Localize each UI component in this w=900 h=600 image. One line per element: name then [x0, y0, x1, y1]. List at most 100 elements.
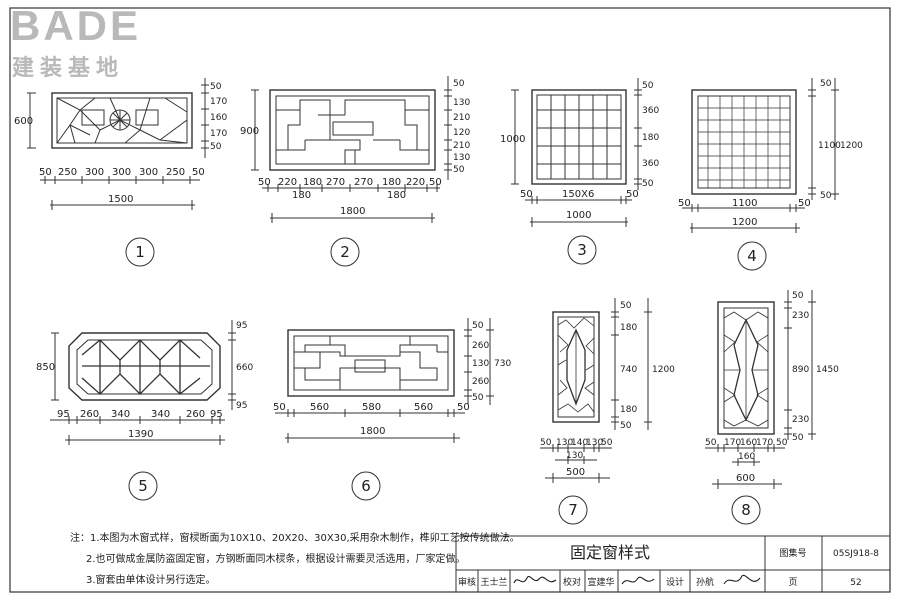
w7-w-1: 130: [556, 438, 573, 448]
sheet-border: [9, 7, 891, 593]
window-7: [552, 311, 600, 423]
w2-wu-3: 270: [326, 177, 345, 188]
w1-w-1: 250: [58, 167, 77, 178]
w1-w-6: 50: [192, 167, 205, 178]
w2-hd-0: 50: [453, 79, 465, 89]
w7-hd-4: 50: [620, 421, 632, 431]
drawing-title: 固定窗样式: [570, 543, 650, 562]
note-3: 3.窗套由单体设计另行选定。: [86, 575, 216, 586]
w5-w-4: 260: [186, 409, 205, 420]
window-3: [531, 89, 627, 185]
window-2-dims: [251, 76, 452, 223]
label-circle-2: [330, 237, 360, 267]
w6-w-1: 560: [310, 402, 329, 413]
w4-w-0: 50: [678, 198, 691, 209]
window-1: [51, 92, 193, 149]
window-5: [68, 332, 221, 401]
atlas-label: 图集号: [779, 547, 806, 559]
window-8-dims: [705, 290, 816, 489]
w4-w-1: 1100: [732, 198, 757, 209]
label-5: 5: [138, 477, 148, 495]
window-4-dims: [682, 78, 839, 233]
label-4: 4: [747, 247, 757, 265]
w8-w-2: 160: [740, 438, 757, 448]
w3-height: 1000: [500, 134, 525, 145]
w1-hd-0: 50: [210, 82, 222, 92]
label-circle-7: [558, 495, 588, 525]
w3-hd-1: 360: [642, 106, 659, 116]
w2-wu-7: 50: [429, 177, 442, 188]
w5-w-1: 260: [80, 409, 99, 420]
w1-w-2: 300: [85, 167, 104, 178]
window-3-dims: [511, 78, 642, 227]
w4-total: 1200: [732, 217, 757, 228]
w3-w-1: 150X6: [562, 189, 594, 200]
w8-hd-2: 890: [792, 365, 809, 375]
w2-wl-0: 180: [292, 190, 311, 201]
label-8: 8: [741, 501, 751, 519]
label-1: 1: [135, 243, 145, 261]
w6-w-0: 50: [273, 402, 286, 413]
w1-hd-3: 170: [210, 129, 227, 139]
w7-width-mid: 130: [566, 451, 583, 461]
page-label: 页: [788, 577, 797, 588]
w2-hd-4: 210: [453, 141, 470, 151]
w6-total: 1800: [360, 426, 385, 437]
w6-w-3: 560: [414, 402, 433, 413]
signature-reviewer: [513, 576, 557, 584]
window-2: [269, 89, 436, 171]
label-7: 7: [568, 501, 578, 519]
w5-w-0: 95: [57, 409, 70, 420]
w7-total: 500: [566, 467, 585, 478]
w5-w-2: 340: [111, 409, 130, 420]
label-6: 6: [361, 477, 371, 495]
w8-w-0: 50: [705, 438, 717, 448]
checker-name: 宣建华: [587, 576, 614, 588]
label-2: 2: [340, 243, 350, 261]
w8-w-1: 170: [724, 438, 741, 448]
w4-w-2: 50: [798, 198, 811, 209]
w5-total: 1390: [128, 429, 153, 440]
w8-hd-1: 230: [792, 311, 809, 321]
w3-total: 1000: [566, 210, 591, 221]
w7-w-2: 140: [571, 438, 588, 448]
w3-w-0: 50: [520, 189, 533, 200]
logo-subtitle: 建装基地: [12, 56, 125, 81]
window-8: [717, 301, 775, 435]
window-1-dims: [27, 78, 209, 210]
w2-wu-1: 220: [278, 177, 297, 188]
window-6-dims: [275, 318, 494, 443]
w4-hd-0: 50: [820, 79, 832, 89]
logo-brand: BADE: [10, 2, 142, 49]
w4-hd-1: 50: [820, 191, 832, 201]
w6-hd-0: 50: [472, 321, 484, 331]
w2-wu-4: 270: [354, 177, 373, 188]
w2-hd-2: 210: [453, 113, 470, 123]
w6-hd-4: 50: [472, 393, 484, 403]
w8-hd-4: 50: [792, 433, 804, 443]
notes: 注：1.本图为木窗式样，窗棂断面为10X10、20X20、30X30,采用杂木制…: [70, 528, 520, 591]
label-circle-1: [125, 237, 155, 267]
w5-hd-2: 95: [236, 401, 247, 411]
w1-w-5: 250: [166, 167, 185, 178]
note-1: 注：1.本图为木窗式样，窗棂断面为10X10、20X20、30X30,采用杂木制…: [70, 533, 520, 544]
w7-hd-0: 50: [620, 301, 632, 311]
w8-width-mid: 160: [738, 452, 755, 462]
w2-hd-1: 130: [453, 98, 470, 108]
w5-w-3: 340: [151, 409, 170, 420]
w8-total: 600: [736, 473, 755, 484]
w1-hd-4: 50: [210, 142, 222, 152]
w2-wu-6: 220: [406, 177, 425, 188]
w7-hd-2: 740: [620, 365, 637, 375]
w7-hd-3: 180: [620, 405, 637, 415]
window-7-dims: [540, 298, 652, 483]
w7-w-0: 50: [540, 438, 552, 448]
w8-w-4: 50: [776, 438, 788, 448]
w2-total: 1800: [340, 206, 365, 217]
window-4: [691, 89, 797, 195]
title-block: [455, 535, 891, 593]
label-circle-6: [351, 471, 381, 501]
design-label: 设计: [666, 576, 684, 588]
w1-w-3: 300: [112, 167, 131, 178]
